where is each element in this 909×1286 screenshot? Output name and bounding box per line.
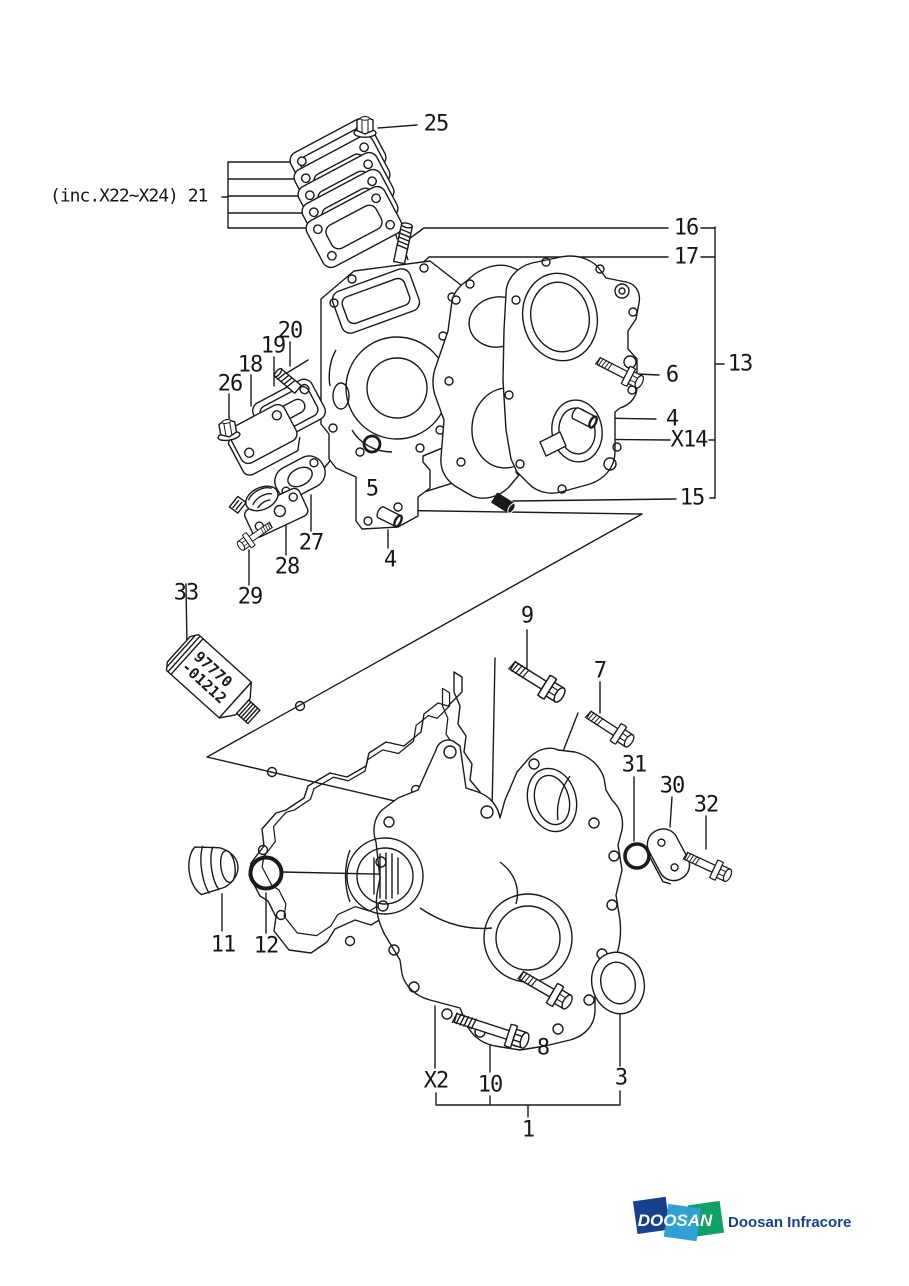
callout-9: 9 <box>520 603 534 629</box>
timing-cover <box>344 739 624 1051</box>
callout-28: 28 <box>274 554 300 580</box>
callout-10: 10 <box>477 1072 503 1098</box>
oil-seal-3 <box>590 951 646 1015</box>
callout-17: 17 <box>673 244 699 270</box>
doosan-logo: DOOSAN Doosan Infracore <box>632 1196 851 1242</box>
bolt-9 <box>504 653 570 708</box>
stud-20 <box>273 367 302 394</box>
sealant-tube: 97770 -01212 <box>165 634 261 725</box>
cover-plate-18 <box>227 403 301 476</box>
callout-19: 19 <box>260 333 286 359</box>
callout-7: 7 <box>593 658 607 684</box>
callout-11: 11 <box>210 932 236 958</box>
callout-12: 12 <box>253 933 279 959</box>
callout-21-inc-note: (inc.X22~X24) 21 <box>50 185 208 207</box>
logo-brand-text: DOOSAN <box>638 1211 713 1230</box>
logo-square-navy <box>632 1196 671 1235</box>
callout-25: 25 <box>423 111 449 137</box>
o-ring-5 <box>362 434 382 454</box>
callout-18: 18 <box>237 352 263 378</box>
cover-30 <box>646 828 691 885</box>
callout-15: 15 <box>679 485 705 511</box>
logo-square-lightblue <box>663 1203 702 1242</box>
o-ring-31 <box>623 842 651 870</box>
callout-1: 1 <box>521 1117 535 1143</box>
plug-11 <box>188 845 239 896</box>
callout-x14: X14 <box>670 427 709 453</box>
bolt-7 <box>581 704 639 753</box>
callout-29: 29 <box>237 584 263 610</box>
callout-16: 16 <box>673 215 699 241</box>
o-ring-12 <box>248 855 284 891</box>
callout-3: 3 <box>614 1065 628 1091</box>
callout-31: 31 <box>621 752 647 778</box>
cap-nut-25 <box>353 115 377 138</box>
callout-26: 26 <box>217 371 243 397</box>
callout-8: 8 <box>536 1035 550 1061</box>
bolt-10 <box>451 1012 530 1049</box>
callout-5: 5 <box>365 476 379 502</box>
callout-x2: X2 <box>423 1068 449 1094</box>
callout-32: 32 <box>693 792 719 818</box>
callout-4-lower: 4 <box>383 547 397 573</box>
callout-6: 6 <box>665 362 679 388</box>
callout-13: 13 <box>727 351 753 377</box>
thermostat-28 <box>228 485 309 538</box>
stud-16 <box>392 222 414 265</box>
callout-27: 27 <box>298 530 324 556</box>
pin-15 <box>490 492 516 514</box>
logo-company-text: Doosan Infracore <box>728 1214 851 1231</box>
gasket-stack <box>289 117 403 269</box>
callout-20: 20 <box>277 318 303 344</box>
callout-30: 30 <box>659 773 685 799</box>
rear-plate <box>502 255 641 494</box>
callout-33: 33 <box>173 580 199 606</box>
callout-4-upper: 4 <box>665 406 679 432</box>
